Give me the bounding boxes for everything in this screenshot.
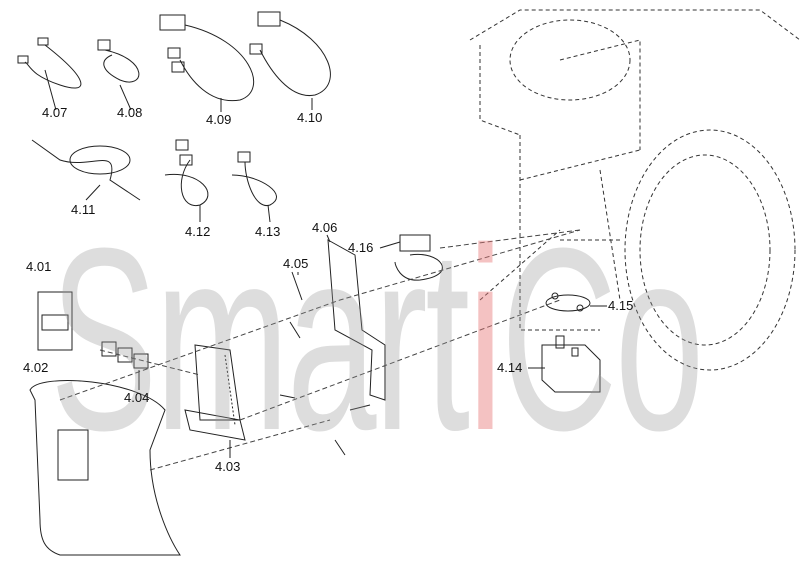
watermark-accent: i [467, 195, 504, 485]
watermark-logo: SmartiCo [50, 210, 704, 470]
label-4-10: 4.10 [297, 110, 323, 125]
label-4-01: 4.01 [26, 259, 52, 274]
assembly-lines [59, 229, 581, 471]
burner-housing [469, 9, 800, 371]
cable-4-11 [31, 139, 141, 201]
spacers-4-05 [279, 271, 371, 456]
label-4-13: 4.13 [255, 224, 281, 239]
label-4-03: 4.03 [215, 459, 241, 474]
label-4-04: 4.04 [124, 390, 150, 405]
label-4-16: 4.16 [348, 240, 374, 255]
label-4-09: 4.09 [206, 112, 232, 127]
cable-4-10 [249, 11, 331, 96]
gasket-4-15 [545, 292, 591, 312]
cable-4-12 [164, 139, 209, 206]
label-4-15: 4.15 [608, 298, 634, 313]
label-4-14: 4.14 [497, 360, 523, 375]
transformer-4-14 [541, 335, 601, 393]
display-4-01 [37, 291, 73, 351]
label-4-06: 4.06 [312, 220, 338, 235]
cable-4-16 [394, 234, 443, 281]
label-4-05: 4.05 [283, 256, 309, 271]
label-4-12: 4.12 [185, 224, 211, 239]
label-4-08: 4.08 [117, 105, 143, 120]
label-4-11: 4.11 [71, 202, 96, 217]
label-4-02: 4.02 [23, 360, 49, 375]
bracket-4-06 [327, 239, 386, 401]
label-4-07: 4.07 [42, 105, 68, 120]
cable-4-13 [231, 151, 277, 206]
watermark-text: Smart [50, 195, 470, 485]
cable-4-08 [97, 39, 140, 83]
cable-4-07 [17, 37, 82, 89]
cover-4-02 [29, 380, 181, 556]
watermark-text-end: Co [500, 195, 705, 485]
leader-lines [44, 69, 607, 458]
cable-4-09 [159, 14, 255, 102]
